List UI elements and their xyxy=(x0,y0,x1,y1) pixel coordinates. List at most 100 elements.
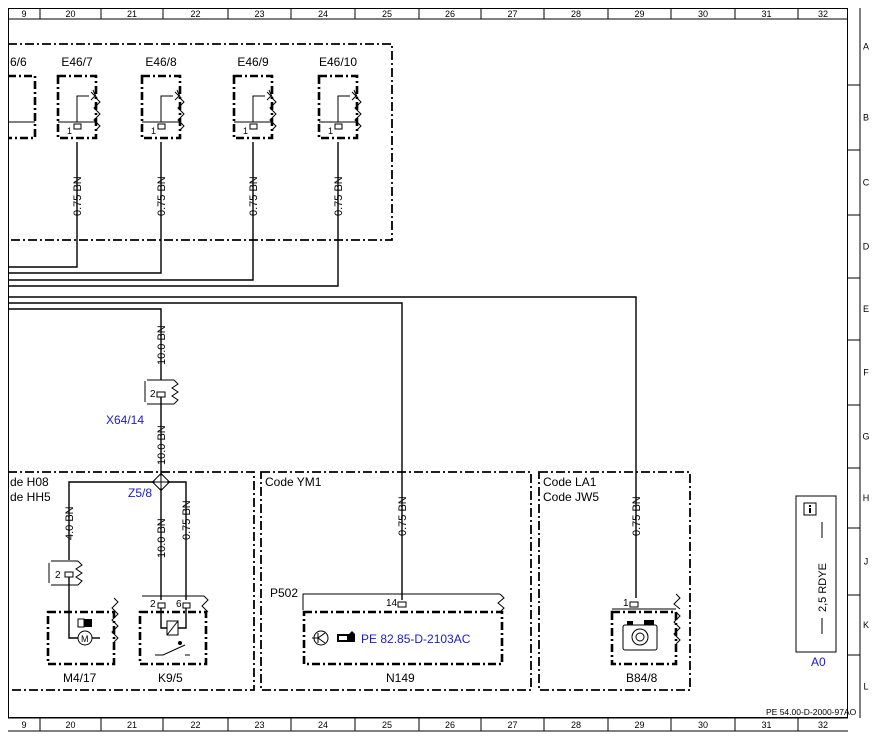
svg-text:X64/14: X64/14 xyxy=(106,413,144,427)
transistor-icon xyxy=(312,630,329,646)
code-box-right xyxy=(538,471,691,691)
resistor-icon xyxy=(177,97,185,131)
wire-label-075-k9: 0.75 BN xyxy=(181,500,193,540)
code-mid: Code YM1 xyxy=(265,475,322,489)
component-k9-5: 2 6 K9/5 xyxy=(138,595,209,685)
code-left-2: de HH5 xyxy=(10,490,51,504)
grid-row-D: D xyxy=(863,242,870,252)
svg-text:E46/9: E46/9 xyxy=(237,55,269,69)
grid-row-F: F xyxy=(863,368,869,378)
grid-col-22: 22 xyxy=(190,9,200,19)
grid-col-21: 21 xyxy=(127,720,137,730)
svg-text:14: 14 xyxy=(386,598,398,609)
resistor-icon xyxy=(354,97,362,131)
grid-col-29: 29 xyxy=(634,9,644,19)
info-icon xyxy=(803,502,817,516)
svg-text:E46/7: E46/7 xyxy=(61,55,93,69)
code-box-left xyxy=(8,471,255,691)
grid-row-J: J xyxy=(864,557,869,567)
grid-col-30: 30 xyxy=(698,720,708,730)
grid-col-31: 31 xyxy=(761,9,771,19)
svg-text:E46/10: E46/10 xyxy=(319,55,357,69)
splice-z5-8: Z5/8 xyxy=(68,472,187,600)
grid-col-31: 31 xyxy=(761,720,771,730)
grid-col-29: 29 xyxy=(634,720,644,730)
svg-text:2: 2 xyxy=(150,389,156,400)
wire-label-e46-8: 0.75 BN xyxy=(156,176,168,216)
svg-text:Z5/8: Z5/8 xyxy=(128,486,152,500)
svg-text:6/6: 6/6 xyxy=(10,55,27,69)
grid-col-9: 9 xyxy=(21,9,26,19)
grid-row-C: C xyxy=(863,178,870,188)
grid-col-23: 23 xyxy=(254,9,264,19)
heater-group-boundary xyxy=(8,43,393,241)
svg-text:M4/17: M4/17 xyxy=(63,671,97,685)
grid-col-25: 25 xyxy=(382,9,392,19)
document-id: PE 54.00-D-2000-97AO xyxy=(766,707,857,717)
svg-text:M: M xyxy=(81,634,89,644)
grid-row-H: H xyxy=(863,493,870,503)
legend-cable-label: 2,5 RDYE xyxy=(817,563,829,612)
heater-e46-8: E46/81 xyxy=(140,55,185,140)
resistor-icon xyxy=(269,97,277,131)
grid-col-20: 20 xyxy=(65,9,75,19)
svg-text:2: 2 xyxy=(150,599,156,610)
component-m4-17: M M4/17 xyxy=(46,597,119,685)
svg-text:1: 1 xyxy=(623,598,629,609)
grid-col-24: 24 xyxy=(318,720,328,730)
heater-e46-6: 6/6 xyxy=(8,55,37,140)
svg-text:1: 1 xyxy=(328,126,333,136)
wire-label-10bn-mid: 10.0 BN xyxy=(156,425,168,465)
resistor-icon xyxy=(75,560,83,586)
legend-box: 2,5 RDYE A0 xyxy=(795,495,837,669)
grid-col-32: 32 xyxy=(818,720,828,730)
code-right-2: Code JW5 xyxy=(543,490,599,504)
n149-ref-link[interactable]: PE 82.85-D-2103AC xyxy=(361,632,471,646)
svg-text:1: 1 xyxy=(243,126,248,136)
grid-col-28: 28 xyxy=(571,9,581,19)
svg-text:6: 6 xyxy=(176,599,182,610)
pointing-hand-icon xyxy=(337,631,355,642)
legend-ref: A0 xyxy=(811,655,826,669)
grid-col-24: 24 xyxy=(318,9,328,19)
grid-col-26: 26 xyxy=(445,9,455,19)
grid-col-22: 22 xyxy=(190,720,200,730)
grid-col-32: 32 xyxy=(818,9,828,19)
wire-label-10bn-top: 10.0 BN xyxy=(156,325,168,365)
grid-col-25: 25 xyxy=(382,720,392,730)
connector-m4: 2 xyxy=(48,560,83,628)
svg-text:N149: N149 xyxy=(386,671,415,685)
wire-bus xyxy=(8,142,637,600)
grid-row-K: K xyxy=(863,620,869,630)
grid-col-21: 21 xyxy=(127,9,137,19)
grid-row-A: A xyxy=(863,42,869,52)
code-left-1: de H08 xyxy=(10,475,49,489)
resistor-icon xyxy=(93,97,101,131)
grid-row-E: E xyxy=(863,304,869,314)
resistor-icon xyxy=(171,379,179,405)
component-b84-8: 1 B84/8 xyxy=(610,593,681,685)
heater-e46-9: E46/9 1 xyxy=(232,55,277,140)
svg-text:P502: P502 xyxy=(270,586,298,600)
grid-row-B: B xyxy=(863,113,869,123)
grid-col-9: 9 xyxy=(21,720,26,730)
grid-col-27: 27 xyxy=(507,9,517,19)
relay-icon xyxy=(155,608,190,656)
code-box-mid xyxy=(260,471,532,691)
code-right-1: Code LA1 xyxy=(543,475,597,489)
svg-text:E46/8: E46/8 xyxy=(145,55,177,69)
connector-x64-14: 2 X64/14 xyxy=(106,379,179,476)
grid-row-L: L xyxy=(863,682,868,692)
wire-label-10bn-k9: 10.0 BN xyxy=(156,518,168,558)
grid-col-20: 20 xyxy=(65,720,75,730)
svg-text:1: 1 xyxy=(67,126,72,136)
wire-label-075-n149: 0.75 BN xyxy=(397,496,409,536)
wire-label-e46-9: 0.75 BN xyxy=(248,176,260,216)
component-n149: P502 14 PE 82.85-D-2103AC N149 xyxy=(270,586,505,685)
grid-row-G: G xyxy=(862,432,869,442)
wire-label-075-b84: 0.75 BN xyxy=(631,496,643,536)
svg-text:2: 2 xyxy=(55,570,61,581)
grid-col-23: 23 xyxy=(254,720,264,730)
